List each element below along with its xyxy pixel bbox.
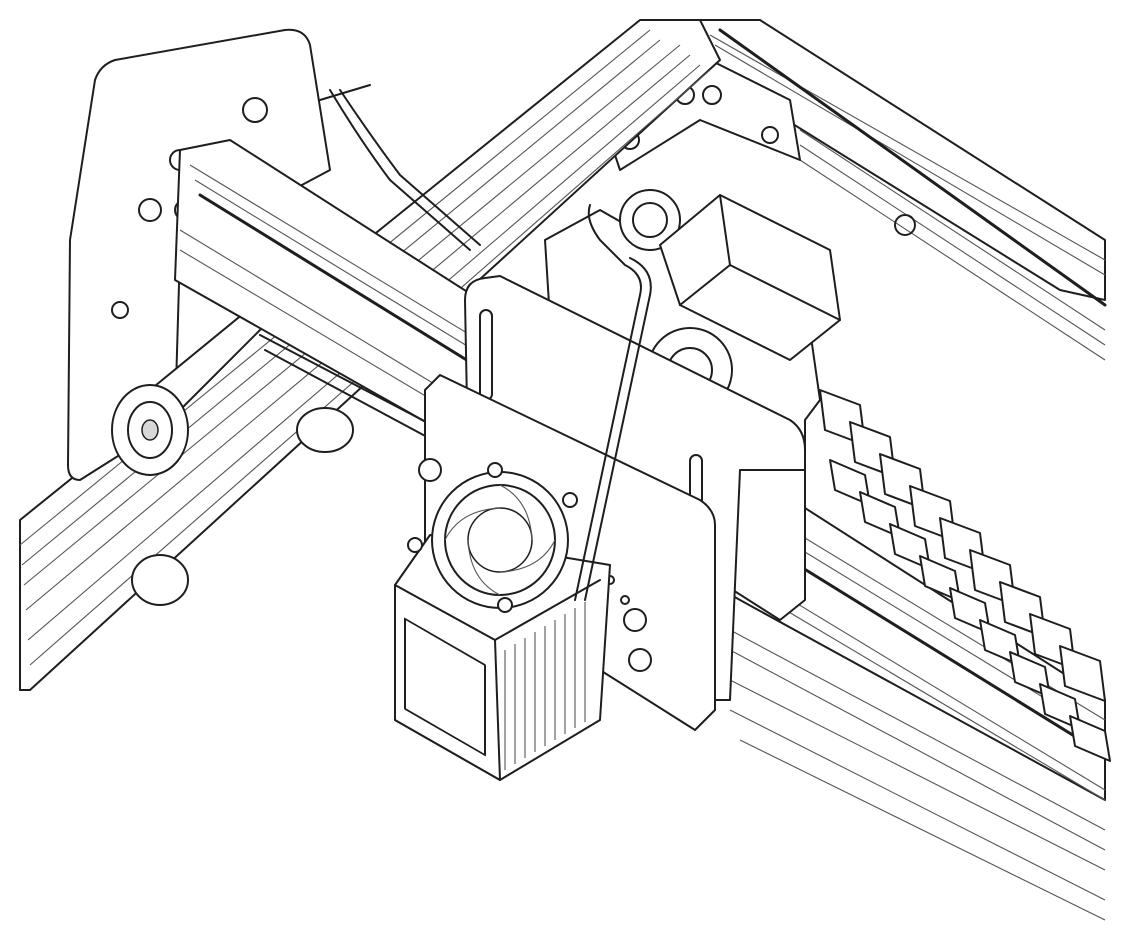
bolt	[702, 85, 722, 105]
chain-link	[1069, 715, 1111, 762]
laser-module	[394, 462, 611, 781]
idler-pulley	[111, 299, 354, 606]
wire-bundle	[329, 89, 471, 251]
stepper-motor	[659, 194, 841, 361]
chain-link	[1059, 645, 1106, 702]
fan-ring	[619, 189, 681, 251]
right-rail	[689, 19, 1107, 361]
bolt	[894, 214, 916, 236]
bolt	[761, 126, 779, 144]
cable-chain	[819, 389, 1111, 762]
label-panel	[404, 617, 486, 757]
laser-cable	[574, 204, 642, 601]
